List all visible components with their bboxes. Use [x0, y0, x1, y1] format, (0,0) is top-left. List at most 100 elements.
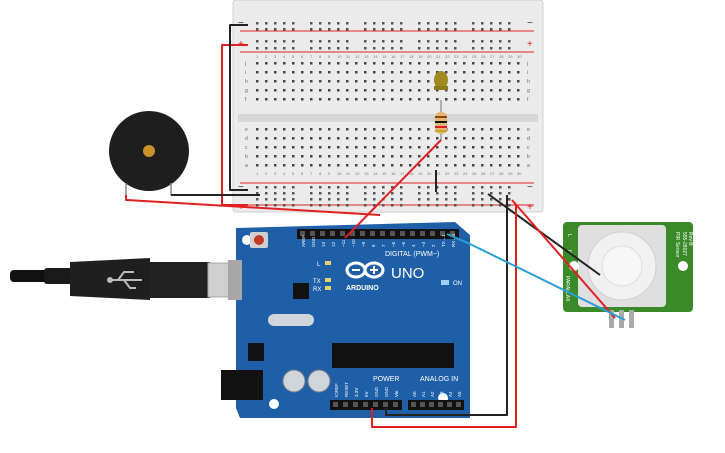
breadboard-hole[interactable]: [337, 71, 340, 74]
breadboard-hole[interactable]: [400, 80, 403, 83]
breadboard-hole[interactable]: [508, 164, 511, 167]
breadboard-hole[interactable]: [337, 186, 340, 189]
breadboard-hole[interactable]: [274, 40, 277, 43]
breadboard-hole[interactable]: [265, 164, 268, 167]
breadboard-hole[interactable]: [490, 164, 493, 167]
breadboard-hole[interactable]: [391, 98, 394, 101]
breadboard-hole[interactable]: [400, 47, 403, 50]
breadboard-hole[interactable]: [490, 62, 493, 65]
breadboard-hole[interactable]: [427, 71, 430, 74]
breadboard-hole[interactable]: [364, 71, 367, 74]
breadboard-hole[interactable]: [373, 146, 376, 149]
breadboard-hole[interactable]: [427, 80, 430, 83]
breadboard-hole[interactable]: [418, 47, 421, 50]
breadboard-hole[interactable]: [265, 198, 268, 201]
breadboard-hole[interactable]: [508, 198, 511, 201]
breadboard-hole[interactable]: [499, 22, 502, 25]
breadboard-hole[interactable]: [274, 192, 277, 195]
breadboard-hole[interactable]: [454, 80, 457, 83]
breadboard-hole[interactable]: [400, 164, 403, 167]
breadboard-hole[interactable]: [445, 89, 448, 92]
breadboard-hole[interactable]: [472, 80, 475, 83]
breadboard-hole[interactable]: [472, 40, 475, 43]
breadboard-hole[interactable]: [454, 62, 457, 65]
breadboard-hole[interactable]: [373, 40, 376, 43]
breadboard-hole[interactable]: [427, 198, 430, 201]
breadboard-hole[interactable]: [301, 128, 304, 131]
breadboard-hole[interactable]: [400, 71, 403, 74]
breadboard-hole[interactable]: [391, 62, 394, 65]
breadboard-hole[interactable]: [373, 192, 376, 195]
breadboard-hole[interactable]: [481, 186, 484, 189]
breadboard-hole[interactable]: [436, 28, 439, 31]
breadboard-hole[interactable]: [400, 40, 403, 43]
breadboard-hole[interactable]: [310, 47, 313, 50]
breadboard-hole[interactable]: [319, 204, 322, 207]
breadboard-hole[interactable]: [346, 22, 349, 25]
breadboard-hole[interactable]: [481, 98, 484, 101]
breadboard-hole[interactable]: [508, 89, 511, 92]
breadboard-hole[interactable]: [337, 40, 340, 43]
breadboard-hole[interactable]: [355, 155, 358, 158]
breadboard-hole[interactable]: [319, 62, 322, 65]
breadboard-hole[interactable]: [337, 47, 340, 50]
breadboard-hole[interactable]: [427, 192, 430, 195]
breadboard-hole[interactable]: [472, 155, 475, 158]
breadboard-hole[interactable]: [382, 28, 385, 31]
header-pin[interactable]: [456, 402, 461, 407]
breadboard-hole[interactable]: [472, 137, 475, 140]
breadboard-hole[interactable]: [310, 128, 313, 131]
breadboard-hole[interactable]: [499, 28, 502, 31]
breadboard-hole[interactable]: [427, 89, 430, 92]
breadboard-hole[interactable]: [319, 192, 322, 195]
breadboard-hole[interactable]: [283, 22, 286, 25]
breadboard-hole[interactable]: [256, 47, 259, 50]
breadboard-hole[interactable]: [463, 80, 466, 83]
breadboard-hole[interactable]: [472, 146, 475, 149]
breadboard-hole[interactable]: [382, 128, 385, 131]
breadboard-hole[interactable]: [418, 155, 421, 158]
breadboard-hole[interactable]: [418, 80, 421, 83]
breadboard-hole[interactable]: [391, 71, 394, 74]
breadboard-hole[interactable]: [454, 146, 457, 149]
breadboard-hole[interactable]: [400, 128, 403, 131]
breadboard-hole[interactable]: [256, 137, 259, 140]
breadboard-hole[interactable]: [346, 155, 349, 158]
breadboard-hole[interactable]: [508, 137, 511, 140]
breadboard-hole[interactable]: [454, 47, 457, 50]
breadboard-hole[interactable]: [328, 80, 331, 83]
breadboard-hole[interactable]: [265, 98, 268, 101]
breadboard-hole[interactable]: [490, 137, 493, 140]
breadboard-hole[interactable]: [346, 47, 349, 50]
breadboard-hole[interactable]: [481, 137, 484, 140]
breadboard-hole[interactable]: [310, 80, 313, 83]
pir-sensor[interactable]: PIR Sensor 555-28027 Rev B PARALLAX L H: [563, 222, 693, 328]
breadboard-hole[interactable]: [265, 40, 268, 43]
breadboard-hole[interactable]: [364, 62, 367, 65]
breadboard-hole[interactable]: [427, 128, 430, 131]
resistor[interactable]: [435, 100, 447, 140]
breadboard-hole[interactable]: [337, 204, 340, 207]
breadboard-hole[interactable]: [364, 192, 367, 195]
breadboard-hole[interactable]: [292, 192, 295, 195]
breadboard-hole[interactable]: [373, 22, 376, 25]
breadboard-hole[interactable]: [382, 98, 385, 101]
breadboard-hole[interactable]: [364, 198, 367, 201]
breadboard-hole[interactable]: [292, 155, 295, 158]
breadboard-hole[interactable]: [346, 146, 349, 149]
breadboard-hole[interactable]: [292, 89, 295, 92]
breadboard-hole[interactable]: [472, 128, 475, 131]
breadboard-hole[interactable]: [283, 192, 286, 195]
breadboard-hole[interactable]: [337, 62, 340, 65]
breadboard-hole[interactable]: [472, 22, 475, 25]
breadboard-hole[interactable]: [265, 28, 268, 31]
breadboard-hole[interactable]: [436, 186, 439, 189]
breadboard-hole[interactable]: [454, 204, 457, 207]
breadboard-hole[interactable]: [328, 89, 331, 92]
breadboard-hole[interactable]: [337, 164, 340, 167]
breadboard-hole[interactable]: [391, 89, 394, 92]
breadboard-hole[interactable]: [283, 98, 286, 101]
breadboard-hole[interactable]: [373, 186, 376, 189]
breadboard-hole[interactable]: [346, 71, 349, 74]
breadboard-hole[interactable]: [436, 204, 439, 207]
